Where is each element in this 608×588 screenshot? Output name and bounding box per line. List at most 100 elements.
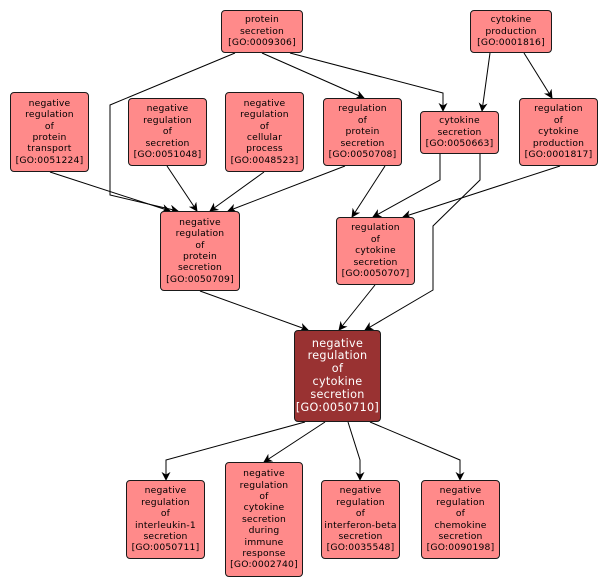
node-label-line: negative — [311, 336, 364, 350]
node-label-line: secretion — [437, 126, 482, 138]
node-label-line: secretion — [338, 530, 383, 542]
edge-GO0051048-to-GO0050709 — [166, 165, 198, 212]
node-label-line: secretion — [143, 530, 188, 542]
node-label-line: cytokine — [312, 375, 363, 388]
node-label-line: negative — [179, 216, 221, 228]
edge-GO0001816-to-GO0050663 — [478, 52, 491, 112]
node-label-line: regulation — [351, 222, 400, 234]
node-label-line: negative — [28, 97, 71, 109]
node-label-line: production — [532, 137, 585, 149]
edge-GO0048523-to-GO0050709 — [209, 171, 265, 212]
edge-GO0050707-to-GO0050710 — [338, 284, 376, 331]
node-label-line: of — [331, 362, 344, 376]
edge-GO0050708-to-GO0050707 — [351, 165, 386, 218]
node-go-id: [GO:0035548] — [326, 542, 395, 554]
node-label-line: secretion — [438, 530, 483, 542]
node-go-id: [GO:0051048] — [133, 149, 202, 161]
node-label-line: cytokine — [490, 14, 532, 26]
node-label-line: of — [455, 508, 466, 520]
node-label-line: interferon-beta — [324, 519, 397, 531]
edge-GO0050710-to-GO0050711 — [161, 421, 306, 481]
node-label-line: negative — [243, 468, 285, 480]
node-label-line: protein — [345, 126, 380, 138]
node-go-id: [GO:0001817] — [524, 149, 593, 161]
node-label-line: protein — [182, 251, 218, 262]
node-label-line: of — [160, 508, 171, 520]
edge-GO0050710-to-GO0002740 — [263, 421, 326, 463]
node-label-line: of — [355, 508, 366, 520]
node-label-line: regulation — [534, 103, 583, 115]
node-label-line: of — [357, 114, 368, 126]
node-label-line: of — [195, 239, 205, 251]
node-label-line: regulation — [338, 103, 387, 115]
node-go-id: [GO:0090198] — [426, 542, 495, 554]
edge-GO0009306-to-GO0050708 — [261, 52, 365, 99]
node-go-id: [GO:0050708] — [328, 149, 397, 161]
node-label-line: secretion — [239, 25, 285, 37]
node-label-line: protein — [32, 132, 67, 143]
node-label-line: cytokine — [538, 126, 579, 138]
node-label-line: secretion — [353, 256, 398, 268]
node-label-line: secretion — [145, 137, 190, 149]
edge-GO0050710-to-GO0035548 — [347, 421, 365, 481]
edge-GO0050708-to-GO0050709 — [227, 165, 346, 213]
node-label-line: regulation — [143, 114, 192, 126]
node-go-id: [GO:0050710] — [295, 400, 380, 414]
node-label-line: regulation — [25, 109, 74, 121]
node-label-line: regulation — [175, 228, 225, 240]
node-go-id: [GO:0050707] — [341, 268, 410, 280]
edge-GO0050709-to-GO0050710 — [199, 290, 309, 332]
node-label-line: negative — [439, 485, 482, 497]
node-label-line: secretion — [241, 513, 287, 525]
node-go-id: [GO:0050711] — [131, 542, 200, 554]
node-go-id: [GO:0002740] — [230, 559, 298, 571]
node-label-line: process — [246, 143, 283, 155]
node-label-line: during — [248, 525, 280, 537]
node-label-line: cytokine — [439, 115, 480, 127]
node-label-line: of — [44, 120, 55, 132]
edge-GO0051224-to-GO0050709 — [49, 171, 171, 213]
node-label-line: cytokine — [243, 502, 285, 514]
node-go-id: [GO:0050709] — [166, 273, 234, 285]
edge-GO0009306-to-GO0050663 — [289, 52, 448, 112]
edge-GO0050663-to-GO0050707 — [372, 154, 441, 218]
node-label-line: response — [242, 548, 286, 560]
node-go-id: [GO:0050663] — [425, 138, 494, 150]
node-label-line: of — [553, 114, 564, 126]
node-go-id: [GO:0001816] — [477, 37, 545, 49]
node-label-line: negative — [243, 97, 286, 109]
node-go-id: [GO:0009306] — [228, 37, 296, 49]
node-label-line: protein — [244, 14, 280, 26]
node-go-id: [GO:0048523] — [230, 154, 299, 166]
node-label-line: regulation — [436, 496, 485, 508]
node-label-line: negative — [144, 485, 187, 497]
node-go-id: [GO:0051224] — [15, 154, 84, 166]
edge-GO0050663-to-GO0050710 — [364, 154, 481, 331]
node-label-line: secretion — [340, 137, 385, 149]
node-label-line: regulation — [141, 496, 190, 508]
node-label-line: secretion — [310, 387, 365, 401]
node-label-line: of — [162, 126, 173, 138]
node-label-line: regulation — [239, 479, 289, 491]
node-label-line: cytokine — [355, 245, 396, 257]
node-label-line: transport — [27, 143, 72, 155]
node-label-line: negative — [146, 103, 189, 115]
node-label-line: cellular — [246, 132, 283, 143]
edge-GO0001816-to-GO0001817 — [523, 52, 553, 99]
